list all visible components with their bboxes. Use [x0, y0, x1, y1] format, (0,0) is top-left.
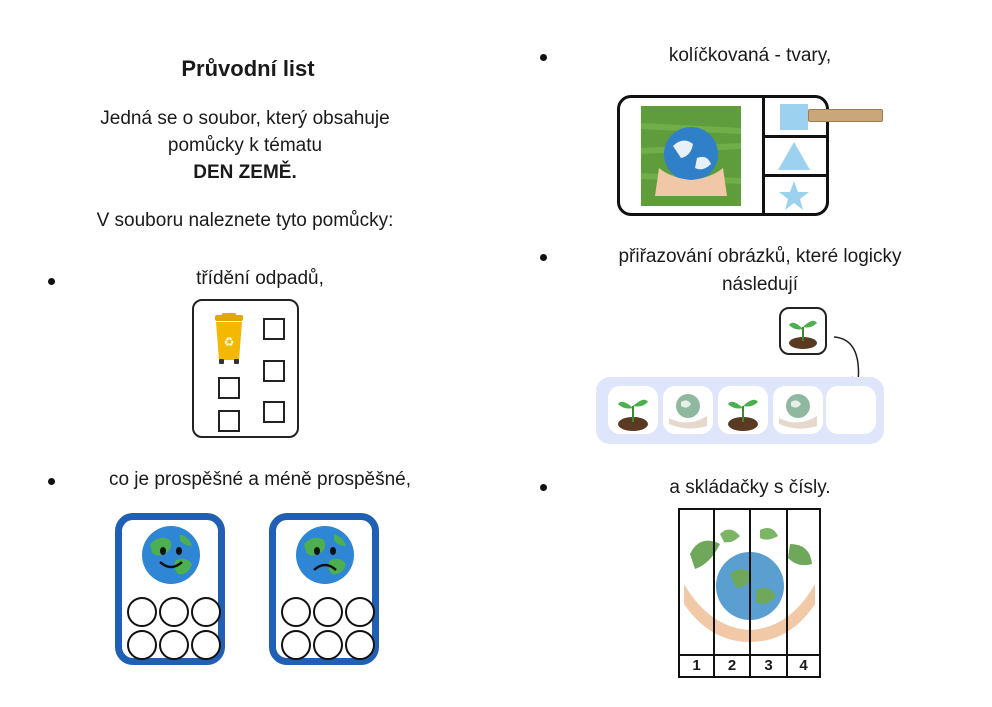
triangle-shape-icon [778, 142, 810, 170]
item-sequence-line-2: následují [721, 274, 799, 295]
number-puzzle: 1 2 3 4 [678, 508, 821, 678]
answer-circle [191, 630, 221, 660]
earth-in-hands-photo [640, 106, 742, 206]
happy-earth-card [115, 513, 225, 665]
sequence-cell [608, 386, 658, 434]
sequence-empty-cell [826, 386, 876, 434]
sort-square [263, 318, 285, 340]
sprout-icon [618, 399, 648, 431]
waste-sorting-card: ♻ [192, 299, 299, 438]
earth-in-hand-icon [669, 394, 707, 429]
puzzle-number: 3 [764, 657, 773, 674]
sprout-icon [728, 399, 758, 431]
sequence-cell [663, 386, 713, 434]
sort-square [263, 401, 285, 423]
item-beneficial: co je prospěšné a méně prospěšné, [108, 469, 412, 490]
sort-square [218, 410, 240, 432]
answer-circle [127, 597, 157, 627]
sort-square [263, 360, 285, 382]
page-title: Průvodní list [181, 56, 315, 81]
answer-circle [313, 630, 343, 660]
star-shape-icon [779, 181, 809, 210]
intro-line-1: Jedná se o soubor, který obsahuje [100, 108, 390, 129]
item-peg-shapes: kolíčkovaná - tvary, [668, 45, 832, 66]
peg-shapes-card [617, 95, 829, 216]
answer-circle [159, 630, 189, 660]
earth-in-hand-icon [779, 394, 817, 429]
item-waste-sorting: třídění odpadů, [196, 268, 324, 289]
earth-globe-icon [640, 106, 742, 206]
square-shape-icon [780, 104, 808, 130]
sequence-strip [596, 377, 884, 444]
answer-circle [191, 597, 221, 627]
bullet [48, 478, 55, 485]
bullet [540, 484, 547, 491]
happy-earth-icon [142, 526, 200, 584]
intro-line-2: pomůcky k tématu [167, 135, 323, 156]
puzzle-number: 1 [692, 657, 701, 674]
puzzle-number: 2 [727, 657, 737, 674]
bullet [540, 54, 547, 61]
answer-circle [345, 597, 375, 627]
sad-earth-icon [296, 526, 354, 584]
clothespin-icon [808, 109, 883, 122]
sprout-card [779, 307, 827, 355]
topic-label: DEN ZEMĚ. [193, 162, 297, 183]
svg-text:♻: ♻ [224, 335, 235, 349]
answer-circle [159, 597, 189, 627]
answer-circle [345, 630, 375, 660]
yellow-bin-icon: ♻ [215, 313, 243, 364]
sequence-cell [773, 386, 823, 434]
puzzle-number: 4 [799, 657, 808, 674]
sort-square [218, 377, 240, 399]
sequence-cell [718, 386, 768, 434]
sad-earth-card [269, 513, 379, 665]
answer-circle [281, 597, 311, 627]
list-intro: V souboru naleznete tyto pomůcky: [96, 210, 394, 231]
bullet [48, 278, 55, 285]
answer-circle [313, 597, 343, 627]
sprout-icon [789, 320, 817, 349]
answer-circle [127, 630, 157, 660]
item-number-puzzle: a skládačky s čísly. [669, 477, 831, 498]
answer-circle [281, 630, 311, 660]
item-sequence-line-1: přiřazování obrázků, které logicky [618, 246, 902, 267]
bullet [540, 254, 547, 261]
